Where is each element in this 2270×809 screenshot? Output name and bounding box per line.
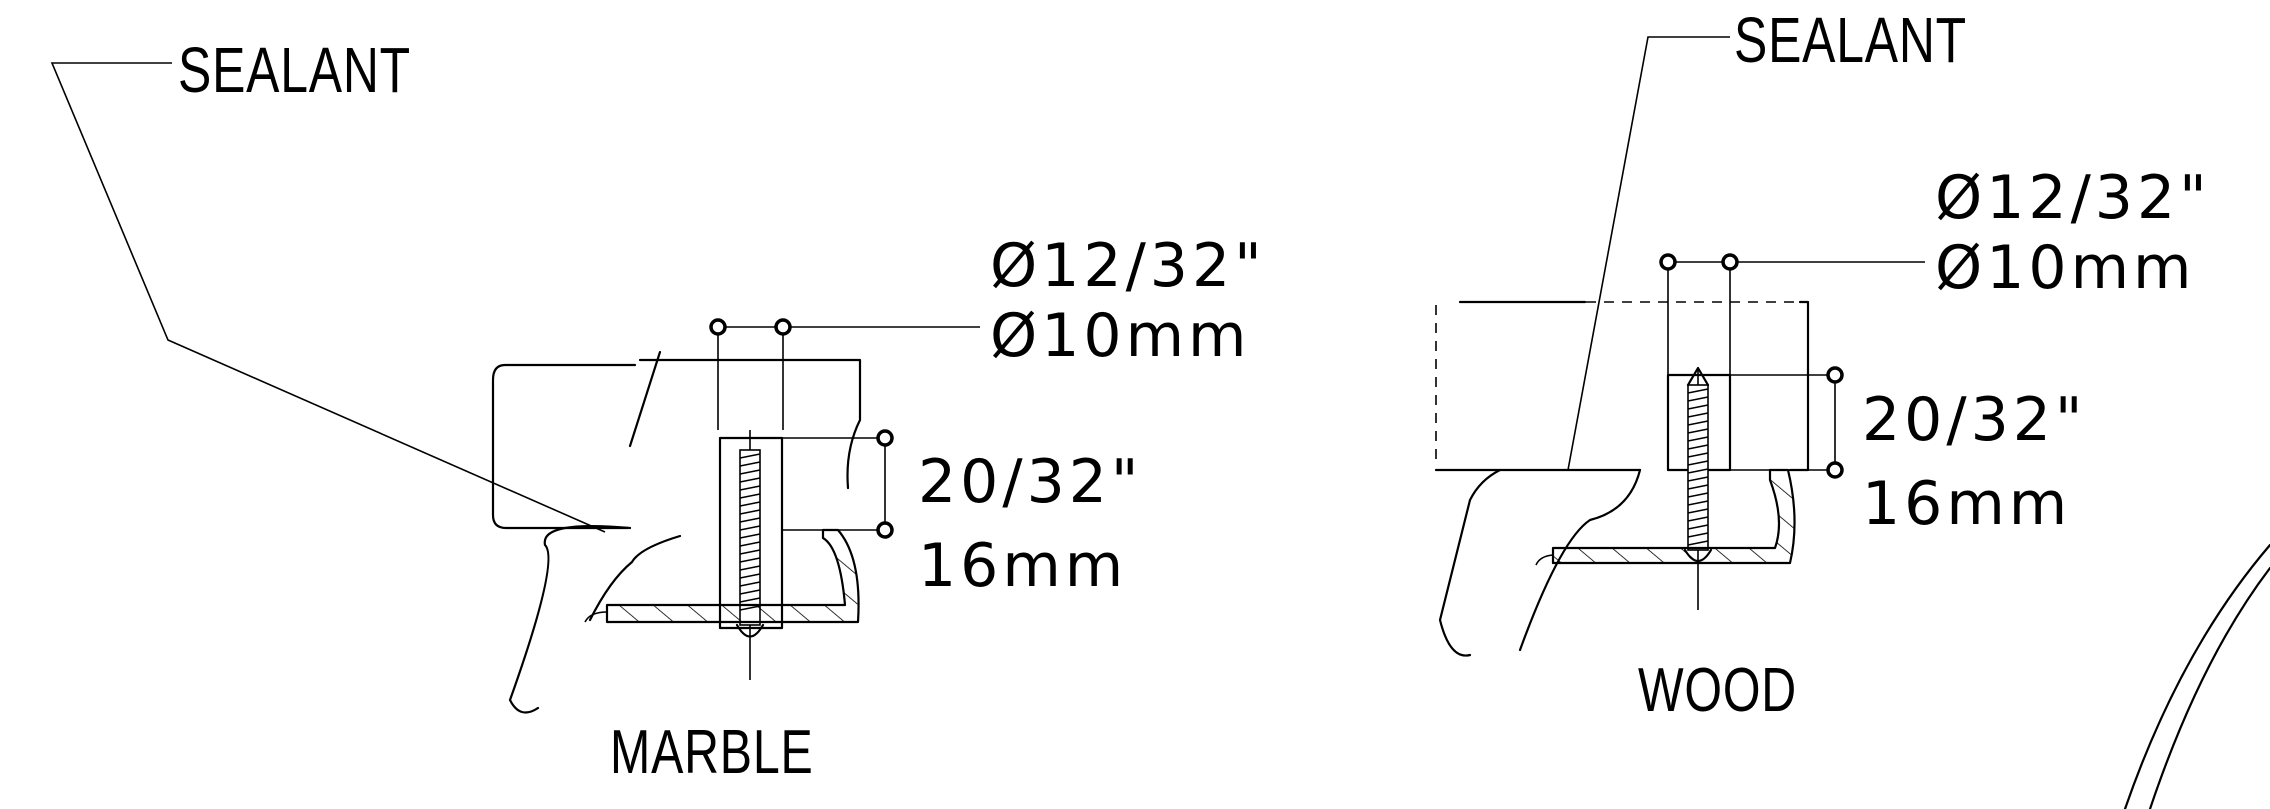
left-diameter-mm-row: Ø10mm — [990, 306, 1250, 366]
right-dia-dot-a — [1659, 253, 1677, 271]
left-bracket — [605, 528, 860, 624]
right-outer-arc — [2123, 543, 2270, 809]
right-sealant-leader — [1567, 36, 1730, 471]
right-bracket-tip — [1535, 554, 1554, 566]
left-diameter-inch-row: Ø12/32" — [990, 236, 1266, 296]
left-depth-mm: 16mm — [918, 531, 1128, 601]
right-bracket — [1551, 468, 1796, 565]
right-diameter-inch-row: Ø12/32" — [1935, 168, 2211, 228]
left-dia-dot-a — [709, 318, 727, 336]
right-dia-dot-b — [1721, 253, 1739, 271]
left-depth-dot-top — [876, 429, 894, 447]
right-diameter-symbol-mm: Ø — [1935, 233, 1987, 303]
left-diameter-mm: 10mm — [1041, 301, 1251, 371]
right-diameter-mm-row: Ø10mm — [1935, 238, 2195, 298]
left-material-label: MARBLE — [610, 718, 814, 787]
left-depth-dot-bot — [876, 521, 894, 539]
right-bowl-wall — [1438, 468, 1502, 657]
left-screw — [735, 449, 765, 638]
left-sealant-label: SEALANT — [178, 34, 411, 106]
left-diameter-symbol-mm: Ø — [990, 301, 1042, 371]
left-dia-dot-b — [774, 318, 792, 336]
right-sealant-label: SEALANT — [1734, 4, 1967, 76]
wood-detail — [1434, 36, 2270, 809]
left-bracket-tip — [584, 611, 608, 623]
right-countertop-right — [1788, 300, 1810, 472]
left-countertop-cut — [628, 350, 662, 448]
left-bowl-wall — [508, 524, 632, 714]
right-depth-dot-bot — [1826, 461, 1844, 479]
right-bowl-wall-inner — [1518, 468, 1642, 652]
marble-detail — [50, 62, 980, 714]
left-bowl-wall-inner — [588, 534, 682, 622]
right-diameter-symbol: Ø — [1935, 163, 1987, 233]
left-diameter-symbol: Ø — [990, 231, 1042, 301]
left-diameter-inch: 12/32" — [1041, 231, 1266, 301]
right-material-label: WOOD — [1638, 656, 1797, 725]
left-countertop-outline — [491, 363, 637, 530]
right-diameter-mm: 10mm — [1986, 233, 2196, 303]
left-countertop-right — [638, 358, 862, 490]
right-depth-dot-top — [1826, 366, 1844, 384]
right-outer-arc-inner — [2148, 566, 2270, 809]
right-depth-mm: 16mm — [1862, 469, 2072, 539]
right-depth-inch: 20/32" — [1862, 385, 2087, 455]
left-depth-inch: 20/32" — [918, 447, 1143, 517]
left-sealant-leader — [50, 62, 606, 533]
right-screw — [1683, 366, 1713, 563]
left-drill-hole — [718, 436, 784, 630]
right-diameter-inch: 12/32" — [1986, 163, 2211, 233]
